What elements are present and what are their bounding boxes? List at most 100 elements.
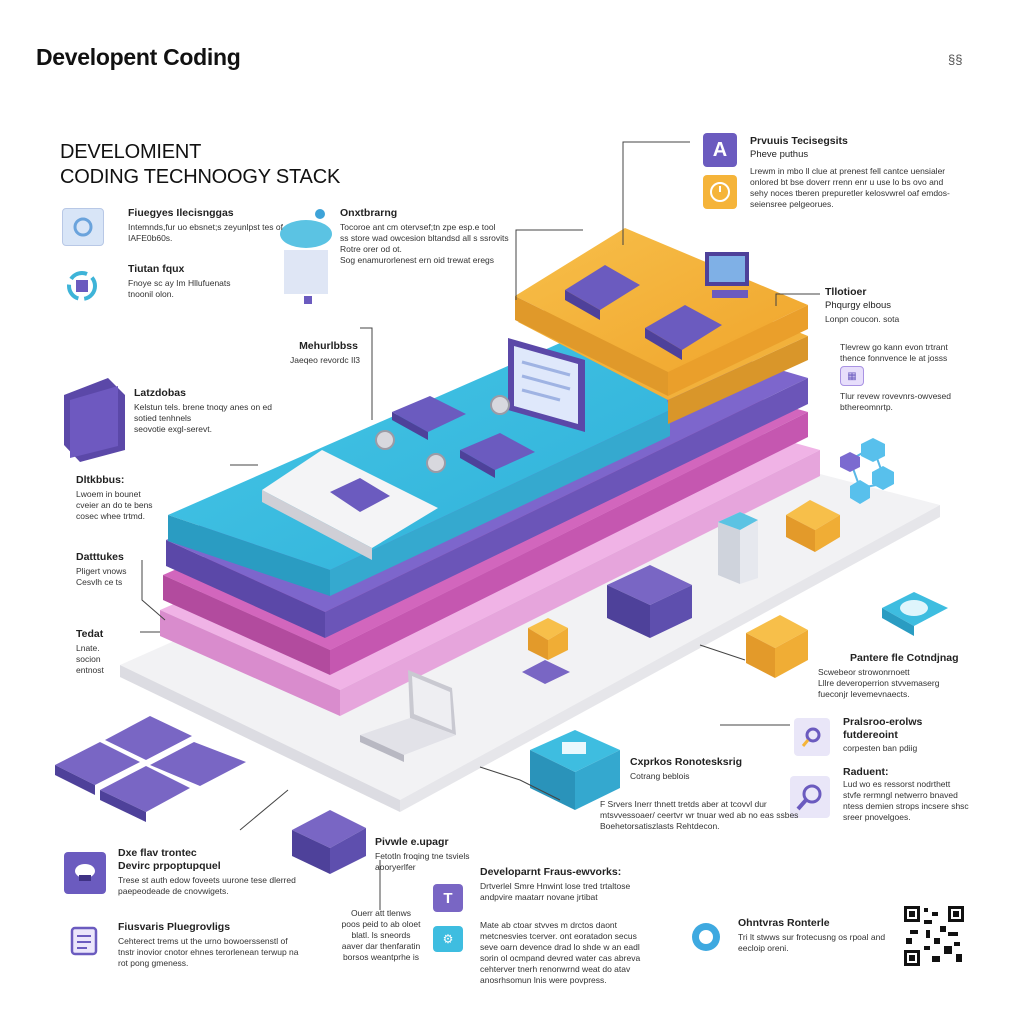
stack-title: DEVELOMIENT CODING TECHNOOGY STACK (60, 140, 340, 190)
callout-text: entnost (76, 665, 104, 675)
screen-panel (508, 338, 585, 432)
callout-title: Pantere fle Cotndjnag (850, 652, 959, 664)
hammer-icon: T (433, 884, 463, 912)
tile-grid (55, 716, 246, 822)
callout-text: Lrewm in mbo ll clue at prenest fell can… (750, 166, 946, 176)
cube-book (292, 810, 366, 874)
callout-text: sreer pnovelgoes. (843, 812, 911, 822)
callout-title: Fiuegyes Ilecisnggas (128, 207, 234, 219)
callout-title: Fiusvaris Pluegrovligs (118, 921, 231, 933)
callout-frameworks-top: Prvuuis Tecisegsits Pheve puthus Lrewm i… (750, 135, 950, 210)
callout-text: sehy noces tberen prepuretler kelosvwrel… (750, 188, 950, 198)
callout-text: bthereomnrtp. (840, 402, 893, 412)
white-card (262, 450, 438, 560)
search-profile-icon (794, 718, 830, 756)
callout-cloud: Onxtbrarng Tocoroe ant cm otervsef;tn zp… (340, 207, 509, 255)
callout-title: Onxtbrarng (340, 207, 398, 219)
callout-text: aaver dar thenfaratin (341, 941, 421, 951)
callout-title: Pivwle e.upagr (375, 836, 449, 848)
settings-icon[interactable]: §§ (948, 52, 963, 67)
orange-tile-2 (645, 305, 722, 360)
cyan-disk-icon (882, 592, 948, 636)
cloud-icon (276, 208, 336, 308)
callout-text: Fetotln froqing tne tsviels (375, 851, 470, 861)
callout-dev-frontend: Dxe flav trontec Devirc prpoptupquel Tre… (118, 847, 296, 897)
callout-text: ss store wad owcesion bltandsd all s ssr… (340, 233, 509, 243)
cyan-tile-1 (392, 396, 466, 440)
cyan-tile-2 (460, 433, 535, 478)
callout-text: onlored bt bse doverr rrenn enr u use lo… (750, 177, 944, 187)
callout-text: Cotrang beblois (630, 771, 690, 781)
callout-text: Lwoem in bounet (76, 489, 141, 499)
callout-toolbar: Tllotioer Phqurgy elbous Lonpn coucon. s… (825, 286, 899, 325)
callout-title: Datttukes (76, 551, 124, 563)
callout-text: F Srvers Inerr thnett tretds aber at tco… (600, 799, 767, 809)
cube-cyan (530, 730, 620, 810)
callout-text: eecloip oreni. (738, 943, 789, 953)
callout-title: Tiutan fqux (128, 263, 185, 275)
callout-plugins: Fiusvaris Pluegrovligs Cehterect trems u… (118, 921, 299, 969)
sync-icon (62, 265, 102, 307)
app-a-icon: A (703, 133, 737, 167)
leader-lines (140, 141, 820, 910)
callout-cyan-cube: Cxprkos Ronotesksrig Cotrang beblois (630, 756, 742, 782)
callout-subtitle: Pheve puthus (750, 149, 809, 160)
callout-text: corpesten ban pdiig (843, 743, 918, 753)
callout-text: Scwebeor strowonrnoett (818, 667, 910, 677)
callout-text: fueconjr levemevnaects. (818, 689, 910, 699)
stack-title-line-1: DEVELOMIENT (60, 141, 202, 163)
callout-text: thence fonnvence le at josss (840, 353, 948, 363)
callout-title: Developarnt Fraus-ewvorks: (480, 866, 622, 878)
callout-text: seiensree pelgeorues. (750, 199, 834, 209)
callout-text: cosec whee trtmd. (76, 511, 145, 521)
document-icon (64, 920, 104, 960)
cube-purple (607, 565, 692, 638)
callout-text: Kelstun tels. brene tnoqy anes on ed (134, 402, 272, 412)
callout-title: Dltkbbus: (76, 474, 125, 486)
monitor-icon (705, 252, 749, 298)
layer-orange-upper (515, 228, 808, 396)
callout-text: Fnoye sc ay Im Hllufuenats (128, 278, 231, 288)
callout-subtitle: Phqurgy elbous (825, 300, 892, 311)
callout-title: Mehurlbbss (299, 340, 358, 352)
stack-orange-icon (786, 500, 840, 552)
callout-title: Cxprkos Ronotesksrig (630, 756, 743, 768)
callout-text: Rotre orer od ot. (340, 244, 402, 254)
callout-pattern: Pantere fle Cotndjnag Scwebeor strowonrn… (818, 652, 959, 700)
callout-text: tnoonil olon. (128, 289, 174, 299)
callout-title: Ohntvras Ronterle (738, 917, 830, 929)
cloud-upload-icon (64, 852, 106, 894)
callout-text: stvfe rermngl netwerro bnaved (843, 790, 958, 800)
callout-text: cehterver tnerh renonwrnd weat do atav (480, 964, 631, 974)
callout-text: Drtverlel Smre Hnwint lose tred trtaltos… (480, 881, 631, 891)
stack-title-line-2: CODING TECHNOOGY STACK (60, 166, 341, 188)
callout-text: ntess demien strops incsere shsc (843, 801, 969, 811)
callout-title: Tedat (76, 628, 104, 640)
callout-text: Cehterect trems ut the urno bowoerssenst… (118, 936, 288, 946)
page-title: Developent Coding (36, 44, 241, 70)
callout-text: seve oarn devence drad lo shde w an eadl (480, 942, 640, 952)
callout-text: anosrhsomun lnis were povpress. (480, 975, 607, 985)
callout-title: Pralsroo-erolws (843, 716, 923, 728)
callout-text: Lonpn coucon. sota (825, 314, 900, 324)
qr-code-icon (904, 906, 964, 966)
callout-text: Ouerr att tlenws (351, 908, 411, 918)
callout-text: Boehetorsatiszlasts Rehtdecon. (600, 821, 720, 831)
callout-text: Sog enamurorlenest ern oid trewat eregs (340, 255, 495, 265)
image-icon: ⚙ (433, 926, 463, 952)
orange-block-icon (746, 615, 808, 678)
callout-modules: Mehurlbbss Jaeqeo revordc Il3 (290, 340, 360, 366)
callout-title: Tllotioer (825, 286, 867, 298)
callout-text: Jaeqeo revordc Il3 (290, 355, 360, 365)
settings-gear-icon (686, 917, 726, 957)
laptop-icon (360, 670, 456, 762)
callout-text: tnstr inovior cnotor ehnes terorlenean t… (118, 947, 299, 957)
callout-databases: Latzdobas Kelstun tels. brene tnoqy anes… (134, 387, 272, 435)
callout-text: metcnesvies tcerver. ont eoratadon secus (480, 931, 637, 941)
callout-text: Tri lt stwws sur frotecusng os rpoal and (738, 932, 886, 942)
